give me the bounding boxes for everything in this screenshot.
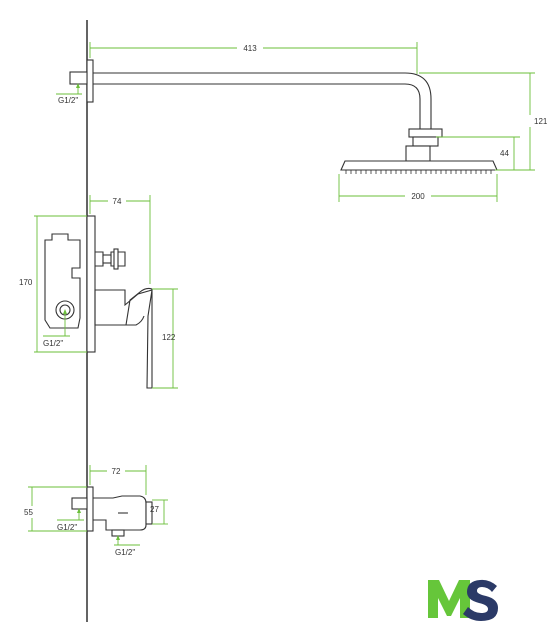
head-connector (405, 145, 431, 162)
dim-outlet-offset-label: 27 (150, 505, 159, 514)
dim-head-drop-label: 121 (534, 117, 548, 126)
shower-arm-top-edge (93, 72, 432, 129)
shower-head-plate (340, 160, 498, 171)
dim-head-drop: 121 (419, 72, 548, 171)
mixer-lever-underside (126, 315, 145, 326)
dim-mixer-depth: 74 (89, 195, 151, 284)
logo-letter-s (463, 579, 498, 621)
mixer-cover-plate (86, 215, 96, 353)
mixer-thread-label: G1/2" (43, 339, 63, 348)
mixer-body (44, 233, 81, 329)
dim-head-width-label: 200 (411, 192, 425, 201)
dim-arm-length: 413 (89, 42, 418, 74)
ms-logo (428, 579, 498, 621)
dim-outlet-depth: 72 (89, 465, 147, 495)
dim-outlet-depth-label: 72 (112, 467, 121, 476)
mixer-thread-callout: G1/2" (43, 309, 70, 348)
outlet-wall-connector (71, 497, 88, 510)
outlet-bottom-thread-label: G1/2" (115, 548, 135, 557)
diverter-cap (113, 248, 119, 270)
logo-letter-m (428, 580, 470, 618)
arm-wall-flange (86, 59, 94, 103)
dim-head-thickness-label: 44 (500, 149, 509, 158)
dim-lever-height: 122 (152, 288, 178, 389)
dim-outlet-height-label: 55 (24, 508, 33, 517)
shower-head-nozzles (345, 170, 492, 174)
dim-lever-height-label: 122 (162, 333, 176, 342)
outlet-hose-cap (145, 501, 153, 525)
outlet-wall-flange (86, 486, 94, 532)
dim-mixer-depth-label: 74 (113, 197, 122, 206)
dim-mixer-height: 170 (17, 215, 87, 353)
outlet-assembly (71, 486, 153, 537)
dim-head-width: 200 (338, 174, 498, 202)
mixer-lever-body (94, 287, 153, 389)
arm-wall-connector (69, 71, 88, 85)
dim-head-thickness: 44 (436, 136, 520, 171)
outlet-bottom-thread-callout: G1/2" (114, 535, 140, 557)
outlet-body-bottom (93, 519, 130, 531)
shower-arm-bottom-edge (93, 83, 421, 129)
arm-thread-label: G1/2" (58, 96, 78, 105)
arm-swivel-joint (412, 136, 439, 147)
arm-thread-callout: G1/2" (56, 83, 82, 105)
outlet-thread-callout: G1/2" (57, 508, 84, 532)
diverter-stem (102, 254, 112, 264)
dim-outlet-offset: 27 (150, 499, 168, 525)
dim-arm-length-label: 413 (243, 44, 257, 53)
mixer-assembly (44, 215, 153, 389)
arm-nut (408, 128, 443, 138)
dim-outlet-height: 55 (22, 486, 87, 532)
shower-arm-assembly (69, 59, 498, 174)
dim-mixer-height-label: 170 (19, 278, 33, 287)
outlet-thread-label: G1/2" (57, 523, 77, 532)
